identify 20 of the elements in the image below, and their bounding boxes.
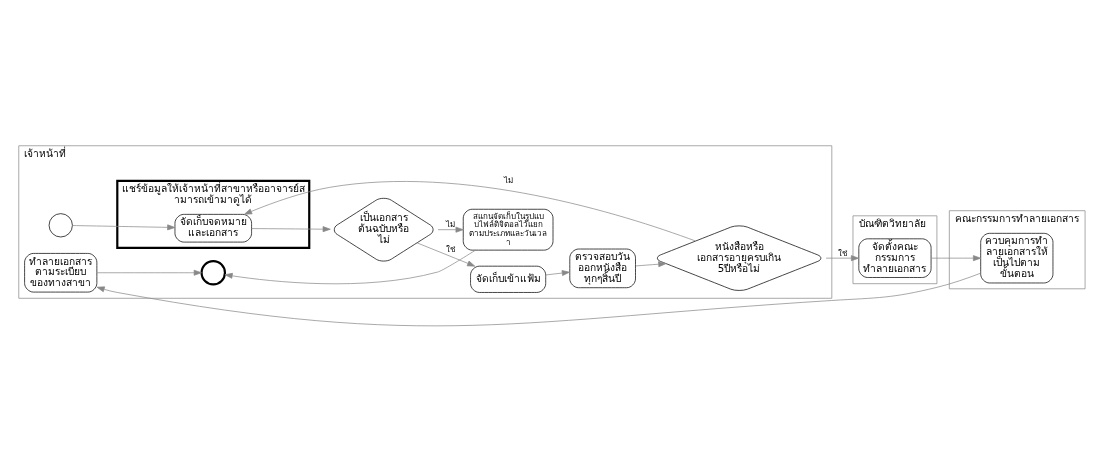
arrow <box>224 249 476 284</box>
node-circle <box>200 259 227 286</box>
node-box: ตรวจสอบวัน ออกหนังสือ ทุกๆสิ้นปี <box>569 248 636 288</box>
arrow <box>416 242 476 267</box>
arrow <box>96 272 981 326</box>
arrow <box>96 269 202 276</box>
arrow <box>72 223 176 230</box>
node-box: จัดเก็บจดหมาย และเอกสาร <box>174 213 252 242</box>
arrow <box>635 260 667 267</box>
node-box: ทำลายเอกสาร ตามระเบียบ ของทางสาขา <box>24 252 98 292</box>
node-box: จัดตั้งคณะ กรรมการ ทำลายเอกสาร <box>858 237 932 278</box>
node-circle <box>48 212 73 237</box>
arrow <box>437 226 464 233</box>
arrow <box>825 254 859 261</box>
arrow <box>930 254 982 261</box>
node-box: จัดเก็บเข้าแฟ้ม <box>470 265 547 293</box>
arrow <box>251 225 331 232</box>
arrow <box>545 269 570 276</box>
node-box: ควบคุมการทำ ลายเอกสารให้ เป็นไปตาม ขั้นตอน <box>980 232 1054 283</box>
arrow <box>244 180 696 241</box>
